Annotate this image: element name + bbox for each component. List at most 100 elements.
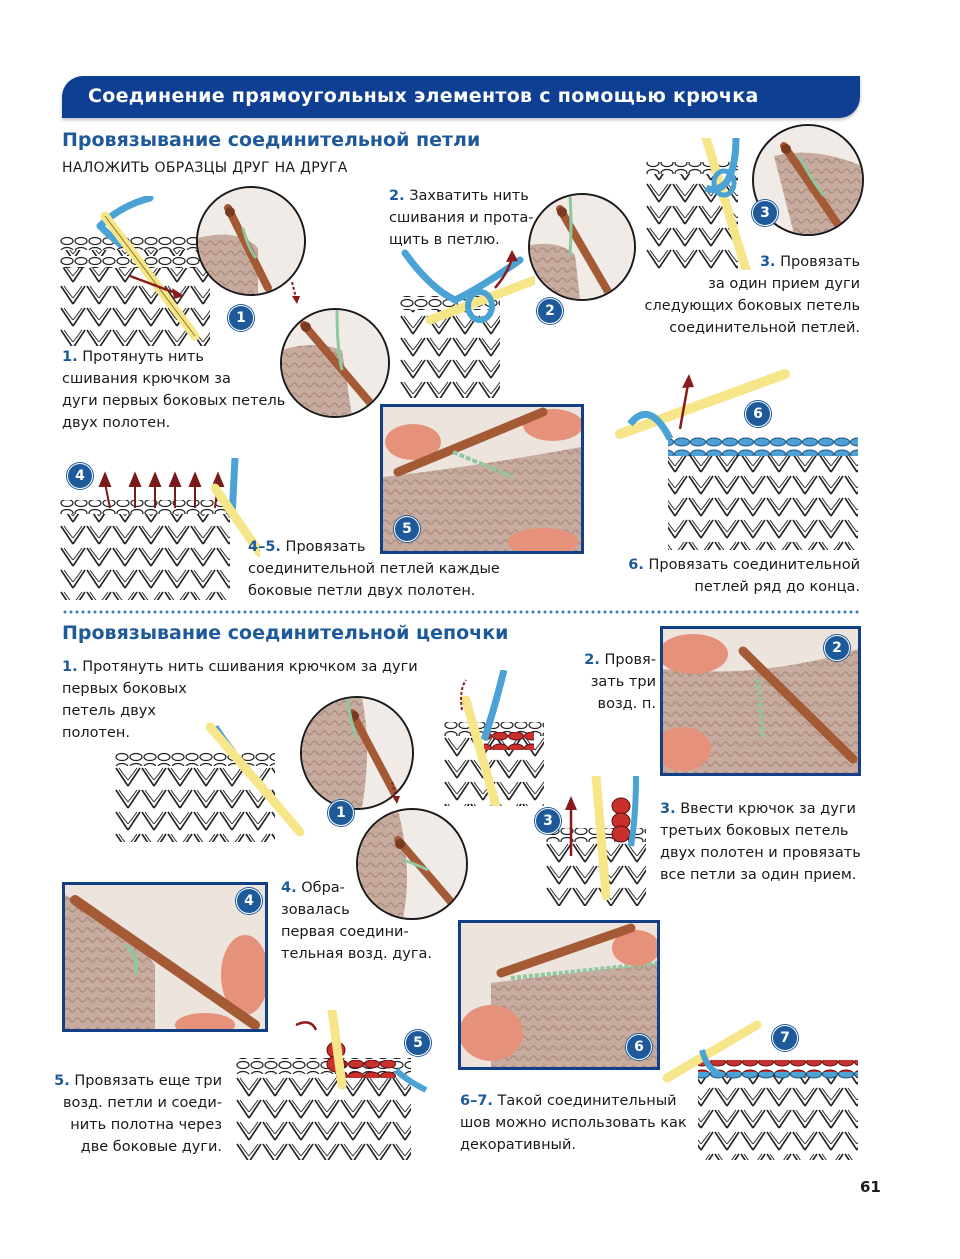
s1-step4-diagram: [60, 458, 260, 600]
s1-step4-line: Провязать: [285, 539, 366, 555]
s2-badge-3: 3: [535, 808, 561, 834]
s2-step5-diagram: [236, 1010, 428, 1160]
s1-arrow-down-1: [291, 282, 300, 304]
s2-step3-line: двух полотен и провязать: [660, 845, 861, 861]
s1-step2-number: 2.: [389, 188, 405, 204]
s2-step2-diagram: [444, 670, 544, 806]
s1-step3-number: 3.: [759, 254, 776, 270]
s2-step2-line: Провя-: [604, 652, 656, 668]
s1-step6-number: 6.: [628, 557, 644, 573]
s2-step6-caption: 6–7. Такой соединительный шов можно испо…: [460, 1090, 687, 1156]
page-title: Соединение прямоугольных элементов с пом…: [88, 85, 759, 107]
s1-step2-photo: [528, 193, 636, 301]
s2-step3-caption: 3. Ввести крючок за дуги третьих боковых…: [660, 798, 861, 886]
s2-step4-caption: 4. Обра- зовалась первая соедини- тельна…: [281, 877, 432, 965]
s2-step1-line: петель двух: [62, 703, 156, 719]
s1-step3-diagram: [646, 138, 751, 270]
section1-heading: Провязывание соединительной петли: [62, 129, 481, 151]
s1-step1-photo-b: [280, 308, 390, 418]
section2-heading: Провязывание соединительной цепочки: [62, 622, 509, 644]
s2-step5-line: Провязать еще три: [74, 1073, 222, 1089]
s2-step4-line: тельная возд. дуга.: [281, 946, 432, 962]
s2-step3-line: все петли за один прием.: [660, 867, 857, 883]
s1-badge-4: 4: [67, 463, 93, 489]
s2-step1-line: Протянуть нить сшивания крючком за дуги: [82, 659, 418, 675]
s1-step6-caption: 6. Провязать соединительной петлей ряд д…: [600, 554, 860, 598]
s1-step2-diagram: [400, 249, 535, 398]
s2-step1-line: полотен.: [62, 725, 130, 741]
s2-step4-line: зовалась: [281, 902, 350, 918]
s2-step4-line: Обра-: [301, 880, 345, 896]
s1-step1-photo-a: [196, 186, 306, 296]
s2-badge-2: 2: [824, 635, 850, 661]
s2-step3-line: третьих боковых петель: [660, 823, 849, 839]
s2-step5-number: 5.: [54, 1073, 70, 1089]
s2-step6-line: декоративный.: [460, 1137, 577, 1153]
s1-step1-line: двух полотен.: [62, 415, 171, 431]
s1-step2-line: сшивания и прота-: [389, 210, 534, 226]
s2-step5-line: нить полотна через: [70, 1117, 222, 1133]
s1-badge-6: 6: [745, 401, 771, 427]
s1-badge-2: 2: [537, 298, 563, 324]
s1-step4-caption: 4–5. Провязать соединительной петлей каж…: [248, 536, 500, 602]
s1-step5-photo: [380, 404, 584, 554]
s1-step4-line: соединительной петлей каждые: [248, 561, 500, 577]
s2-badge-7: 7: [772, 1025, 798, 1051]
s2-step4-number: 4.: [281, 880, 297, 896]
section-divider: [62, 609, 860, 615]
s2-step3-line: Ввести крючок за дуги: [680, 801, 856, 817]
s1-step1-line: дуги первых боковых петель: [62, 393, 286, 409]
s1-step3-line: за один прием дуги: [708, 276, 860, 292]
title-banner: [62, 76, 860, 118]
s1-step6-line: Провязать соединительной: [648, 557, 860, 573]
s1-step2-line: щить в петлю.: [389, 232, 500, 248]
s2-step6-line: Такой соединительный: [497, 1093, 677, 1109]
s2-step1-line: первых боковых: [62, 681, 187, 697]
s1-step3-line: соединительной петлей.: [669, 320, 860, 336]
s1-step1-line: сшивания крючком за: [62, 371, 231, 387]
s2-step1-diagram: [115, 722, 305, 842]
s1-step6-line: петлей ряд до конца.: [694, 579, 860, 595]
s1-badge-1: 1: [228, 305, 254, 331]
s2-step1-photo-a: [300, 696, 414, 810]
page-number: 61: [860, 1178, 881, 1196]
s2-badge-1: 1: [328, 800, 354, 826]
s2-badge-4: 4: [236, 888, 262, 914]
s1-step6-diagram: [615, 369, 858, 550]
s2-step1-number: 1.: [62, 659, 78, 675]
s1-step2-line: Захватить нить: [409, 188, 529, 204]
s2-step6-photo: [458, 920, 660, 1070]
s2-step2-caption: 2. Провя- зать три возд. п.: [560, 649, 656, 715]
s1-step1-number: 1.: [62, 349, 78, 365]
s2-step3-number: 3.: [660, 801, 676, 817]
s2-step6-number: 6–7.: [460, 1093, 493, 1109]
s2-step4-line: первая соедини-: [281, 924, 409, 940]
s2-step7-diagram: [662, 1020, 858, 1160]
s1-step1-diagram: [60, 196, 210, 346]
s2-arrow-down-1: [391, 782, 400, 804]
s1-step1-caption: 1. Протянуть нить сшивания крючком за ду…: [62, 346, 285, 434]
s2-badge-5: 5: [405, 1030, 431, 1056]
section1-subheading: НАЛОЖИТЬ ОБРАЗЦЫ ДРУГ НА ДРУГА: [62, 160, 348, 176]
s2-step5-line: две боковые дуги.: [80, 1139, 222, 1155]
s1-badge-3: 3: [752, 200, 778, 226]
s2-step1-photo-b: [356, 808, 468, 920]
s2-step1-caption: 1. Протянуть нить сшивания крючком за ду…: [62, 656, 418, 744]
s1-step4-number: 4–5.: [248, 539, 281, 555]
s1-step1-line: Протянуть нить: [82, 349, 204, 365]
s2-step2-line: зать три: [590, 674, 656, 690]
s1-step3-line: Провязать: [780, 254, 860, 270]
s1-step4-line: боковые петли двух полотен.: [248, 583, 476, 599]
s2-badge-6: 6: [626, 1034, 652, 1060]
s2-step2-line: возд. п.: [597, 696, 656, 712]
s2-step5-caption: 5. Провязать еще три возд. петли и соеди…: [40, 1070, 222, 1158]
s1-step3-caption: 3. Провязать за один прием дуги следующи…: [640, 251, 860, 339]
s2-step4-photo: [62, 882, 268, 1032]
s2-step5-line: возд. петли и соеди-: [63, 1095, 222, 1111]
s2-step6-line: шов можно использовать как: [460, 1115, 687, 1131]
s1-badge-5: 5: [394, 516, 420, 542]
s2-step2-number: 2.: [584, 652, 600, 668]
s2-step3-diagram: [546, 776, 646, 906]
s1-step3-line: следующих боковых петель: [644, 298, 860, 314]
s1-step2-caption: 2. Захватить нить сшивания и прота- щить…: [389, 185, 533, 251]
